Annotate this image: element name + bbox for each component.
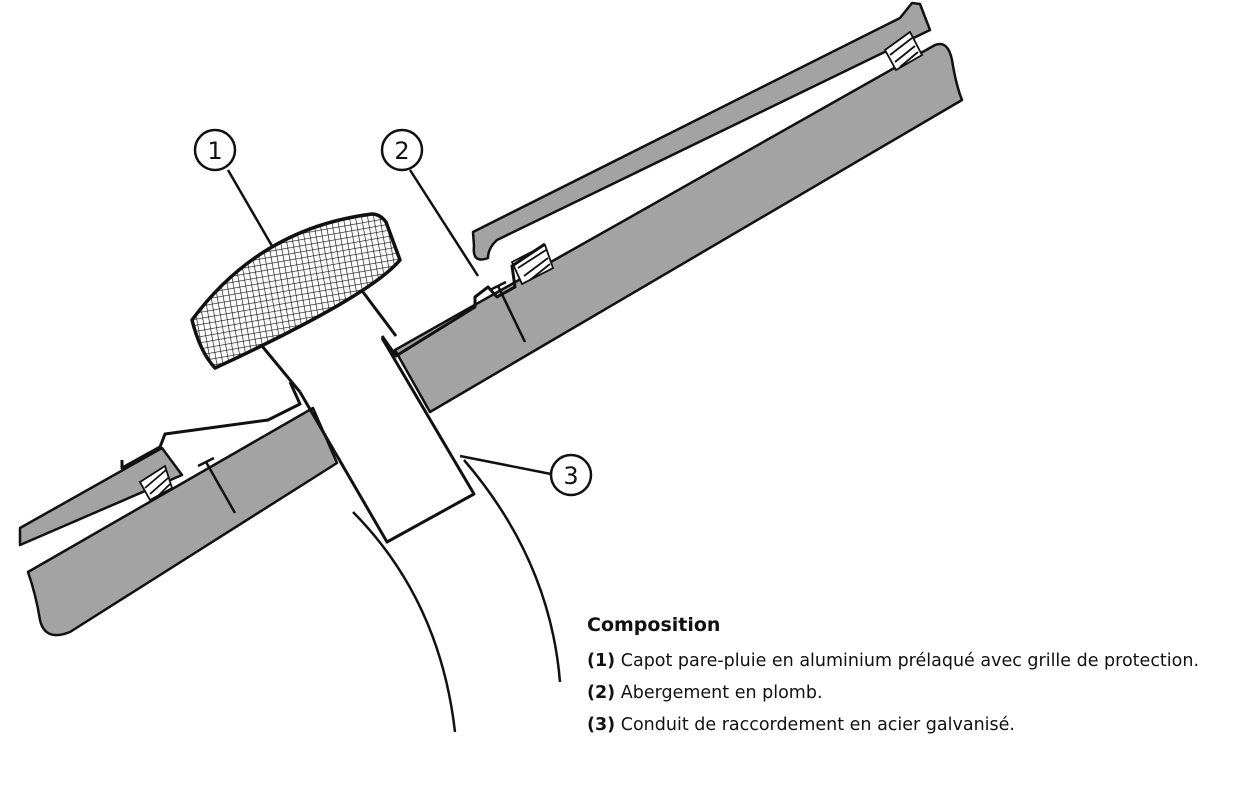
- rain-cap: [190, 212, 402, 370]
- legend-item-text: Abergement en plomb.: [615, 683, 823, 703]
- flexible-pipe-right: [463, 459, 562, 683]
- callout-number-2: 2: [394, 137, 409, 165]
- legend-item-number: (3): [587, 715, 616, 735]
- legend-item-number: (1): [587, 651, 616, 671]
- upper-roof-tile: [393, 42, 964, 414]
- callout-circle-2: [380, 128, 424, 172]
- lead-flashing-lower: [120, 381, 302, 470]
- legend-title: Composition: [587, 614, 721, 636]
- callout-number-1: 1: [207, 137, 222, 165]
- flexible-pipe-left: [352, 511, 457, 733]
- callout-circle-1: [193, 128, 237, 172]
- lead-flashing-upper: [380, 242, 546, 358]
- callout-leader-3: [459, 454, 552, 476]
- legend-item-1: (1) Capot pare-pluie en aluminium prélaq…: [587, 645, 1232, 677]
- legend-item-text: Conduit de raccordement en acier galvani…: [615, 715, 1015, 735]
- nail-lower: [197, 456, 237, 514]
- connection-duct: [298, 337, 476, 544]
- lower-tile-lip: [18, 446, 184, 547]
- legend-item-text: Capot pare-pluie en aluminium prélaqué a…: [615, 651, 1200, 671]
- legend-item-3: (3) Conduit de raccordement en acier gal…: [587, 709, 1232, 741]
- composition-legend: Composition (1) Capot pare-pluie en alum…: [587, 614, 1232, 741]
- callout-circle-3: [549, 453, 593, 497]
- callout-leader-2: [408, 169, 480, 277]
- tile-clip-lower: [138, 464, 174, 502]
- legend-item-2: (2) Abergement en plomb.: [587, 677, 1232, 709]
- duct-inner-lower: [260, 345, 302, 393]
- callout-number-3: 3: [563, 462, 578, 490]
- upper-tile-lip: [471, 1, 932, 261]
- lower-roof-tile: [26, 406, 339, 637]
- tile-clip-upper-b: [883, 30, 924, 72]
- duct-inner-upper: [358, 287, 398, 337]
- legend-item-number: (2): [587, 683, 616, 703]
- callout-leader-1: [226, 169, 274, 247]
